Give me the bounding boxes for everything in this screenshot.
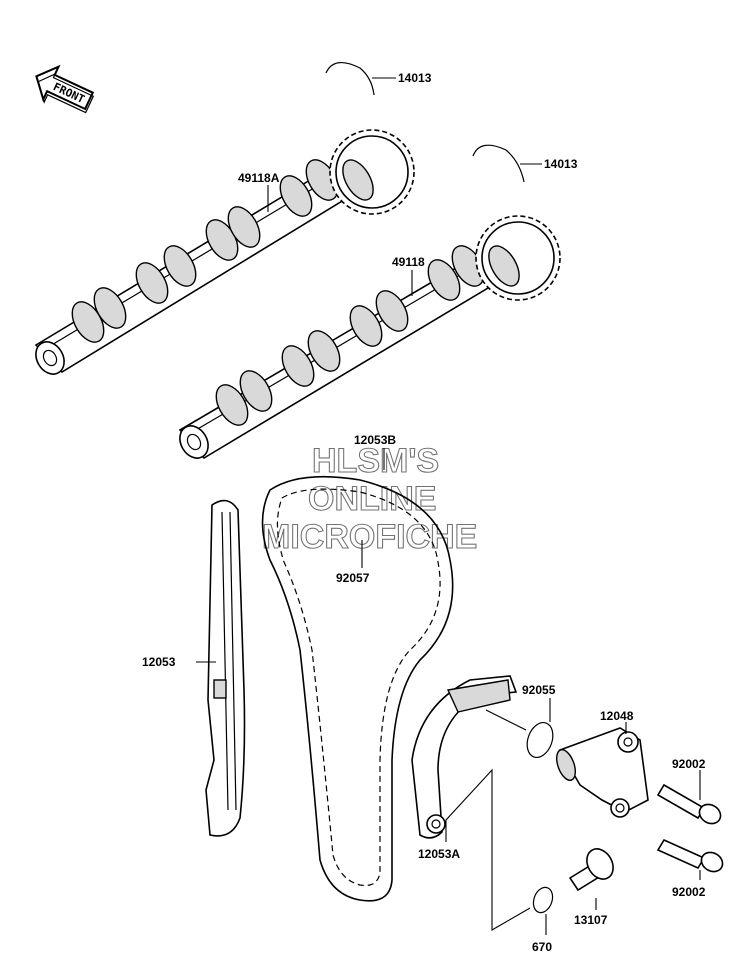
label-92057: 92057 <box>336 571 370 585</box>
pin-13107 <box>568 848 614 892</box>
clip-14013-mid <box>472 144 525 183</box>
label-92002-bottom: 92002 <box>672 885 706 899</box>
bolt-92002-top <box>656 783 722 825</box>
label-14013-mid: 14013 <box>544 157 578 171</box>
front-arrow-icon: FRONT <box>35 64 95 114</box>
label-12053: 12053 <box>142 655 176 669</box>
watermark: HLSM'S ONLINE MICROFICHE <box>261 441 477 556</box>
label-49118A: 49118A <box>238 171 280 185</box>
chain-guide-12053 <box>205 499 246 837</box>
cam-chain <box>261 475 454 902</box>
label-12048: 12048 <box>600 709 634 723</box>
tensioner-guide-12053A <box>411 675 518 839</box>
camshaft-49118A <box>34 129 415 375</box>
label-92002-top: 92002 <box>672 757 706 771</box>
chain-tensioner-12048 <box>556 727 649 818</box>
label-14013-top: 14013 <box>398 71 432 85</box>
label-12053B: 12053B <box>354 433 396 447</box>
label-12053A: 12053A <box>418 847 460 861</box>
o-ring-92055 <box>526 721 554 759</box>
label-13107: 13107 <box>574 913 608 927</box>
watermark-line-3: MICROFICHE <box>262 518 477 556</box>
watermark-line-2: ONLINE <box>308 480 436 518</box>
clip-14013-top <box>325 62 375 96</box>
label-92055: 92055 <box>522 683 556 697</box>
o-ring-670 <box>532 886 554 914</box>
part-labels: 14013 14013 49118A 49118 12053B 92057 12… <box>142 71 706 954</box>
label-49118: 49118 <box>392 255 425 269</box>
camshaft-49118 <box>178 215 561 460</box>
leader-lines <box>196 77 701 935</box>
label-670: 670 <box>532 940 552 954</box>
bolt-92002-bottom <box>656 838 724 873</box>
watermark-line-1: HLSM'S <box>312 442 439 480</box>
